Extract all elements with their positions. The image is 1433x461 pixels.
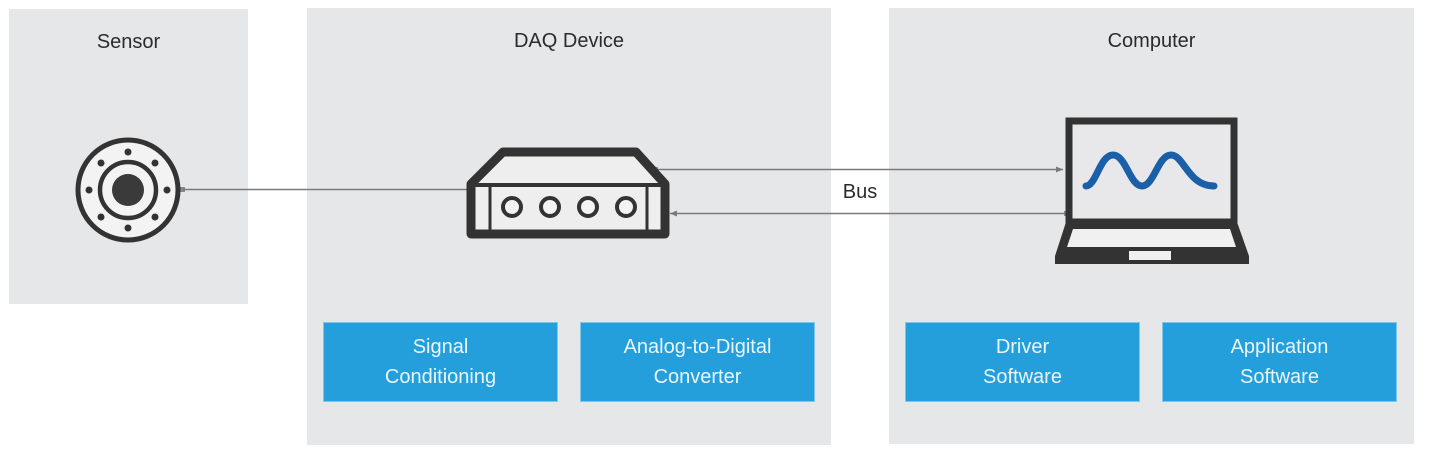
block-label-line2: Software [983,366,1062,388]
bus-label: Bus [842,181,878,203]
daq-device-title: DAQ Device [513,30,625,52]
sensor-title: Sensor [96,31,161,53]
driver-software-block: Driver Software [906,323,1139,401]
daq-port-icon [615,196,637,218]
application-software-block: Application Software [1163,323,1396,401]
daq-to-computer-connector [653,166,1063,173]
block-label-line2: Software [1240,366,1319,388]
block-label-line2: Converter [653,366,742,388]
daq-port-icon [577,196,599,218]
computer-title: Computer [1107,30,1196,52]
signal-conditioning-block: Signal Conditioning [324,323,557,401]
daq-port-icon [501,196,523,218]
computer-to-daq-connector [670,210,1069,217]
block-label-line1: Signal [412,336,469,358]
block-label-line1: Application [1230,336,1329,358]
adc-block: Analog-to-Digital Converter [581,323,814,401]
laptop-icon [1055,117,1249,264]
block-label-line1: Analog-to-Digital [623,336,772,358]
sensor-icon [75,137,181,243]
daq-port-icon [539,196,561,218]
sensor-to-daq-connector [180,186,474,193]
daq-device-icon [466,147,670,239]
waveform-icon [1082,151,1218,190]
block-label-line1: Driver [995,336,1050,358]
block-label-line2: Conditioning [384,366,497,388]
